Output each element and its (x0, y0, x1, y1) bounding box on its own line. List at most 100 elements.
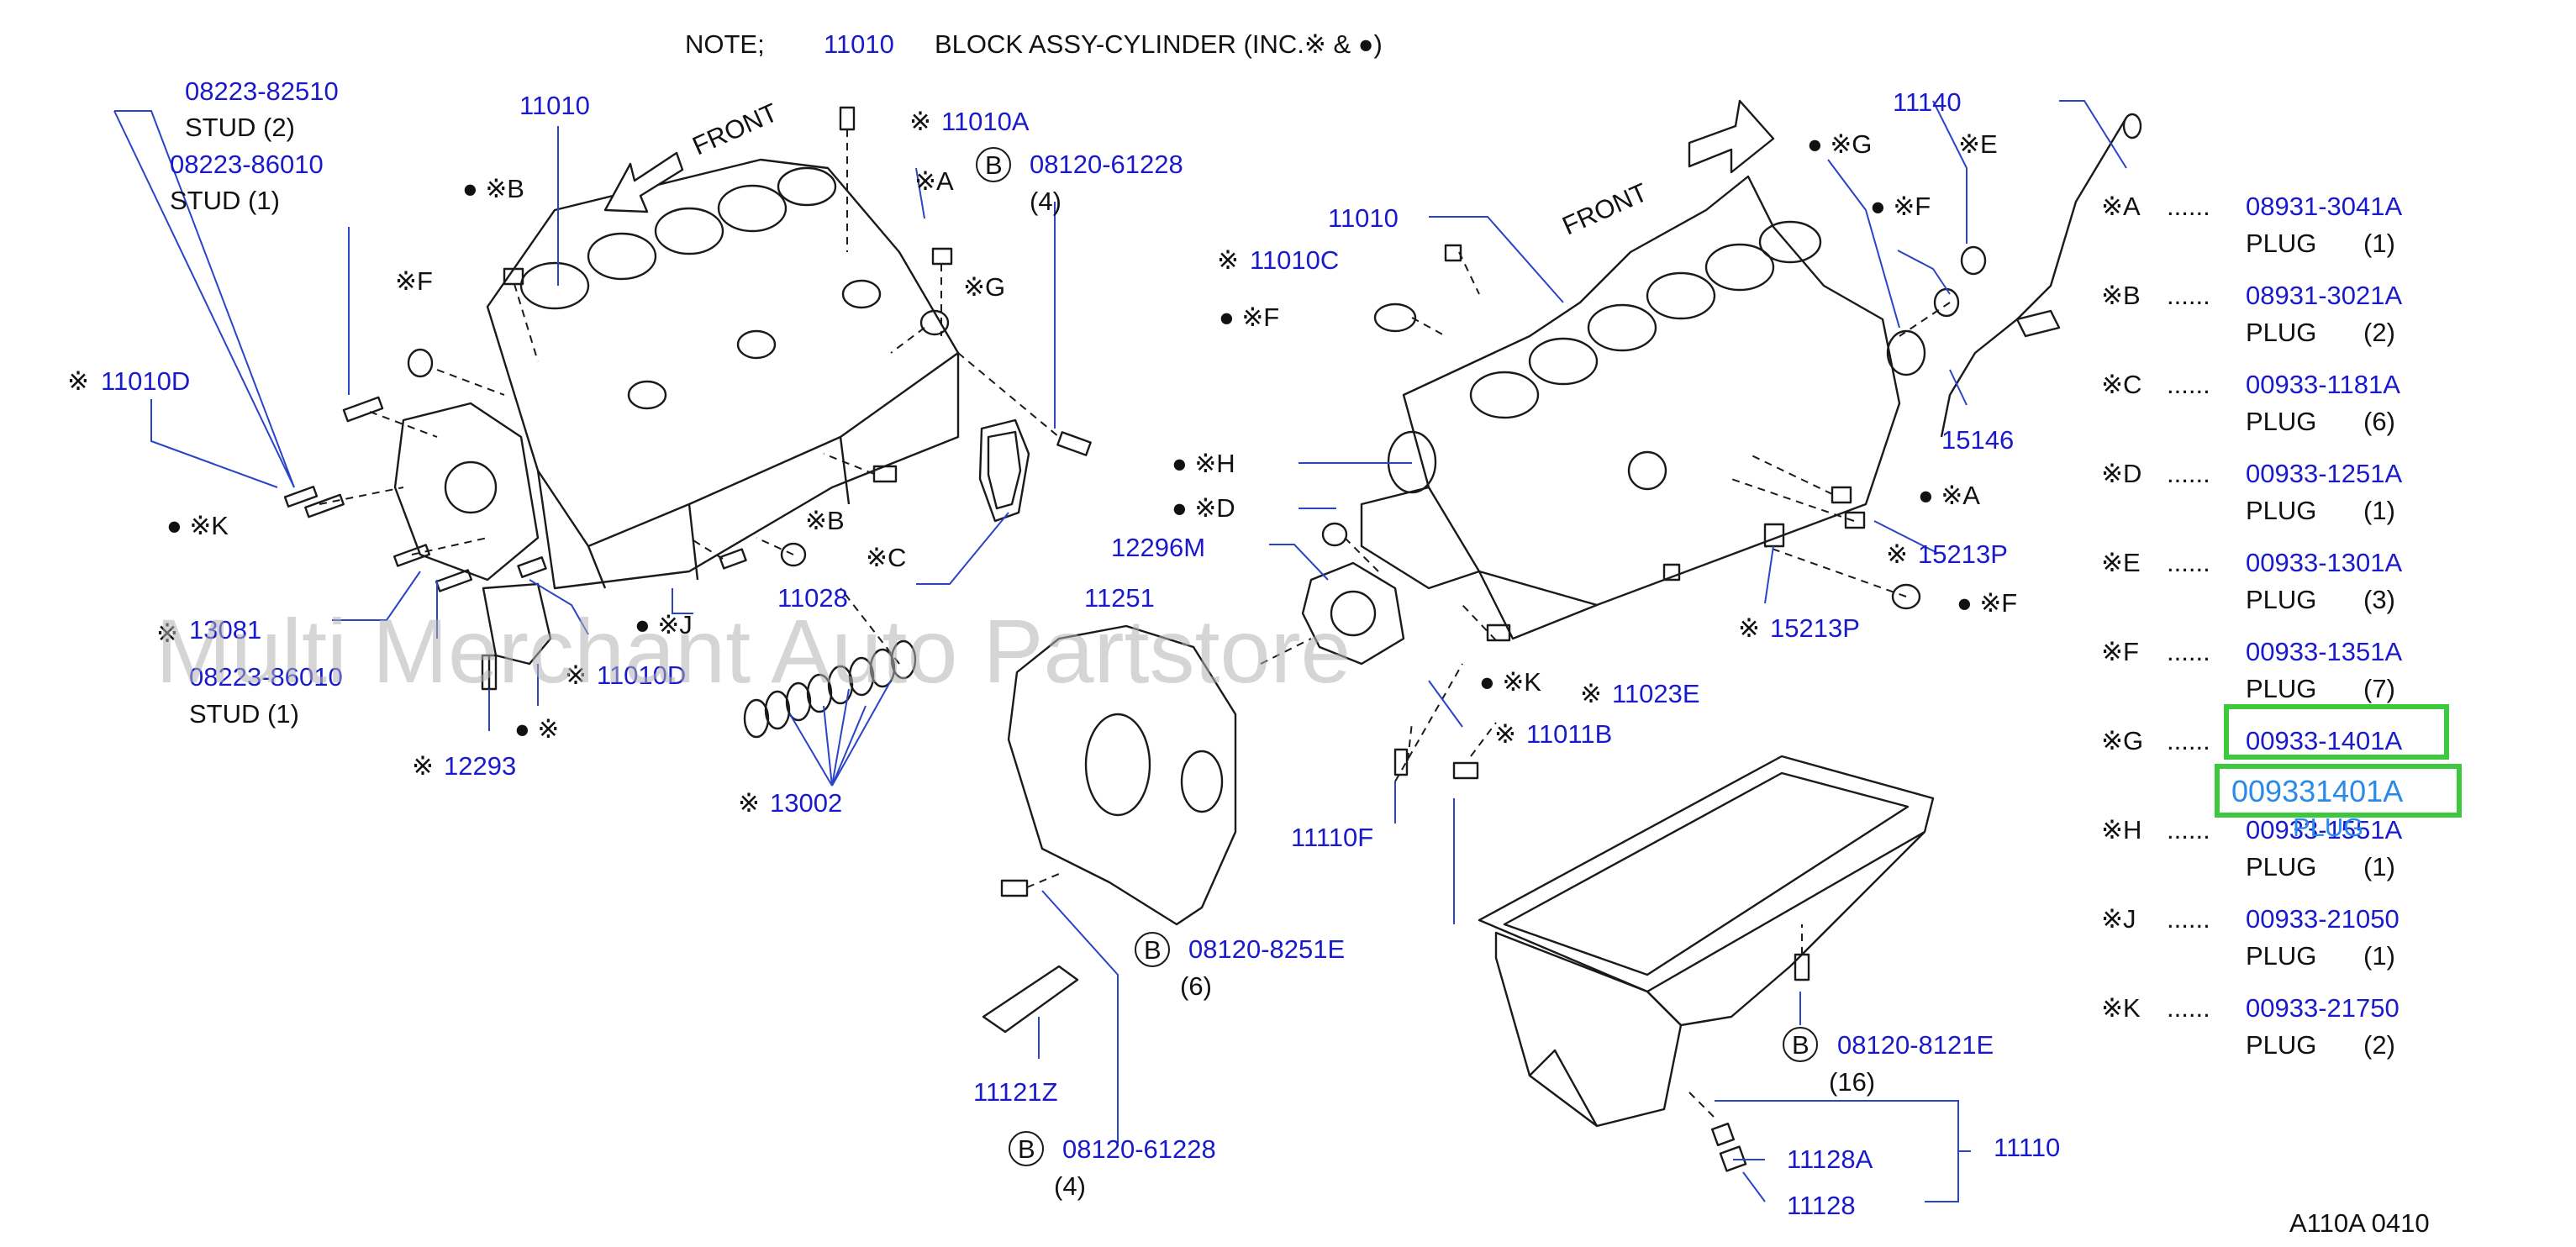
legend-part-name: PLUG (2246, 229, 2316, 258)
callout-label: ※ (565, 660, 587, 690)
part-number-label[interactable]: 11010D (597, 660, 686, 690)
legend-part-number[interactable]: 00933-1551A (2246, 815, 2402, 844)
legend-part-number[interactable]: 08931-3021A (2246, 281, 2402, 310)
legend-part-number[interactable]: 00933-1401A (2246, 726, 2402, 755)
callout-label: ※F (395, 266, 433, 296)
legend-mark: ※J (2101, 904, 2136, 934)
part-number-label[interactable]: 11011B (1526, 719, 1612, 749)
front-arrow-right (1688, 99, 1775, 174)
part-number-label[interactable]: 11028 (777, 583, 848, 613)
part-number-label[interactable]: 11121Z (973, 1077, 1058, 1107)
callout-label: ※ (738, 788, 760, 818)
oil-pan-11110 (1478, 755, 1935, 1172)
part-number-label[interactable]: 12296M (1111, 533, 1205, 562)
note-part-number[interactable]: 11010 (824, 29, 894, 59)
part-number-label[interactable]: 13081 (189, 615, 261, 645)
callout-label: ● ※F (1957, 588, 2017, 618)
part-number-label[interactable]: 08120-8251E (1188, 934, 1345, 964)
part-number-label[interactable]: 11010A (941, 107, 1030, 136)
legend-part-name: PLUG (2246, 318, 2316, 347)
legend-part-number[interactable]: 08931-3041A (2246, 192, 2402, 221)
part-number-label[interactable]: 11010 (1328, 203, 1399, 233)
part-number-label[interactable]: 08120-8121E (1837, 1030, 1994, 1060)
legend-mark: ※H (2101, 815, 2141, 844)
legend-part-number[interactable]: 00933-1301A (2246, 548, 2402, 577)
callout-label: ● ※K (166, 511, 229, 540)
legend-part-number[interactable]: 00933-21050 (2246, 904, 2400, 934)
watermark: Multi Merchant Auto Partstore (155, 600, 1351, 702)
b-circle-markers (976, 147, 1818, 1166)
legend-mark: ※G (2101, 726, 2143, 755)
callout-label: ※ (909, 107, 931, 136)
part-number-label[interactable]: 08120-61228 (1062, 1134, 1216, 1164)
part-number-label[interactable]: 11110F (1291, 823, 1373, 852)
callout-label: ※ (1886, 539, 1908, 569)
right-engine-block-drawing (1260, 99, 2142, 782)
plug-b-left (503, 267, 524, 286)
legend-qty: (1) (2363, 852, 2395, 881)
legend-dots: ...... (2167, 192, 2210, 221)
legend-part-number[interactable]: 00933-1351A (2246, 637, 2402, 666)
part-number-label[interactable]: 08223-86010 (170, 150, 324, 179)
legend-part-name: PLUG (2246, 852, 2316, 881)
left-main-cap (482, 582, 552, 666)
callout-label: ※ (1494, 719, 1516, 749)
callout-label: ※E (1958, 129, 1998, 159)
part-number-label[interactable]: 08223-82510 (185, 76, 339, 106)
legend-dots: ...... (2167, 281, 2210, 310)
callout-label: ● ※ (514, 714, 559, 744)
part-number-label[interactable]: 15213P (1770, 613, 1860, 643)
legend-part-number[interactable]: 00933-1181A (2246, 370, 2400, 399)
callout-label: ※ (412, 751, 434, 781)
note-text: BLOCK ASSY-CYLINDER (INC.※ & ●) (935, 29, 1383, 59)
part-number-label[interactable]: 11251 (1084, 583, 1155, 613)
part-number-label[interactable]: 11128A (1787, 1144, 1873, 1174)
front-arrow-left (603, 151, 684, 213)
highlight-box-replacement[interactable] (2215, 764, 2462, 818)
callout-label: ※G (963, 272, 1005, 302)
right-block-bores (1469, 220, 1822, 419)
callout-label: ※ (1738, 613, 1760, 643)
part-number-label[interactable]: 08120-61228 (1030, 150, 1183, 179)
callout-label: ※ (156, 618, 178, 648)
part-number-label[interactable]: 11110 (1994, 1133, 2060, 1162)
callout-label: ● ※B (462, 174, 524, 203)
callout-label: ● ※F (1219, 303, 1279, 332)
right-rear-seal-12296m (1301, 561, 1405, 666)
plug-f-right (1373, 303, 1417, 333)
part-number-label[interactable]: 13002 (770, 788, 842, 818)
callout-label: ● ※D (1172, 493, 1235, 523)
legend-dots: ...... (2167, 637, 2210, 666)
callout-label: ● ※G (1807, 129, 1872, 159)
part-number-label[interactable]: 11140 (1893, 87, 1962, 117)
part-number-label[interactable]: 11010 (519, 91, 590, 120)
left-block-front-cover (393, 402, 540, 581)
legend-dots: ...... (2167, 459, 2210, 488)
callout-label: ● ※K (1479, 667, 1541, 697)
part-number-label[interactable]: 11010C (1250, 245, 1339, 275)
callout-label: ● ※J (635, 610, 693, 639)
highlight-part-number[interactable]: 009331401A (2231, 774, 2403, 808)
left-engine-block-drawing (283, 106, 1092, 739)
legend-qty: (1) (2363, 496, 2395, 525)
legend-dots: ...... (2167, 370, 2210, 399)
legend-part-name: PLUG (2246, 1030, 2316, 1060)
legend-part-number[interactable]: 00933-21750 (2246, 993, 2400, 1023)
legend-part-number[interactable]: 00933-1251A (2246, 459, 2402, 488)
part-number-label[interactable]: 11010D (101, 366, 190, 396)
callout-label: A110A 0410 (2289, 1208, 2430, 1238)
part-number-label[interactable]: 08223-86010 (189, 662, 343, 692)
part-number-label[interactable]: 12293 (444, 751, 516, 781)
part-number-label[interactable]: 11023E (1612, 679, 1700, 708)
highlight-box-original[interactable] (2224, 704, 2449, 760)
part-number-label[interactable]: 15213P (1918, 539, 2008, 569)
legend-mark: ※F (2101, 637, 2139, 666)
part-number-label[interactable]: 11128 (1787, 1191, 1856, 1220)
callout-label: STUD (1) (189, 699, 299, 729)
part-number-label[interactable]: 15146 (1941, 425, 2014, 455)
legend-qty: (1) (2363, 229, 2395, 258)
callout-label: STUD (1) (170, 186, 280, 215)
callout-label: ● ※F (1870, 192, 1931, 221)
